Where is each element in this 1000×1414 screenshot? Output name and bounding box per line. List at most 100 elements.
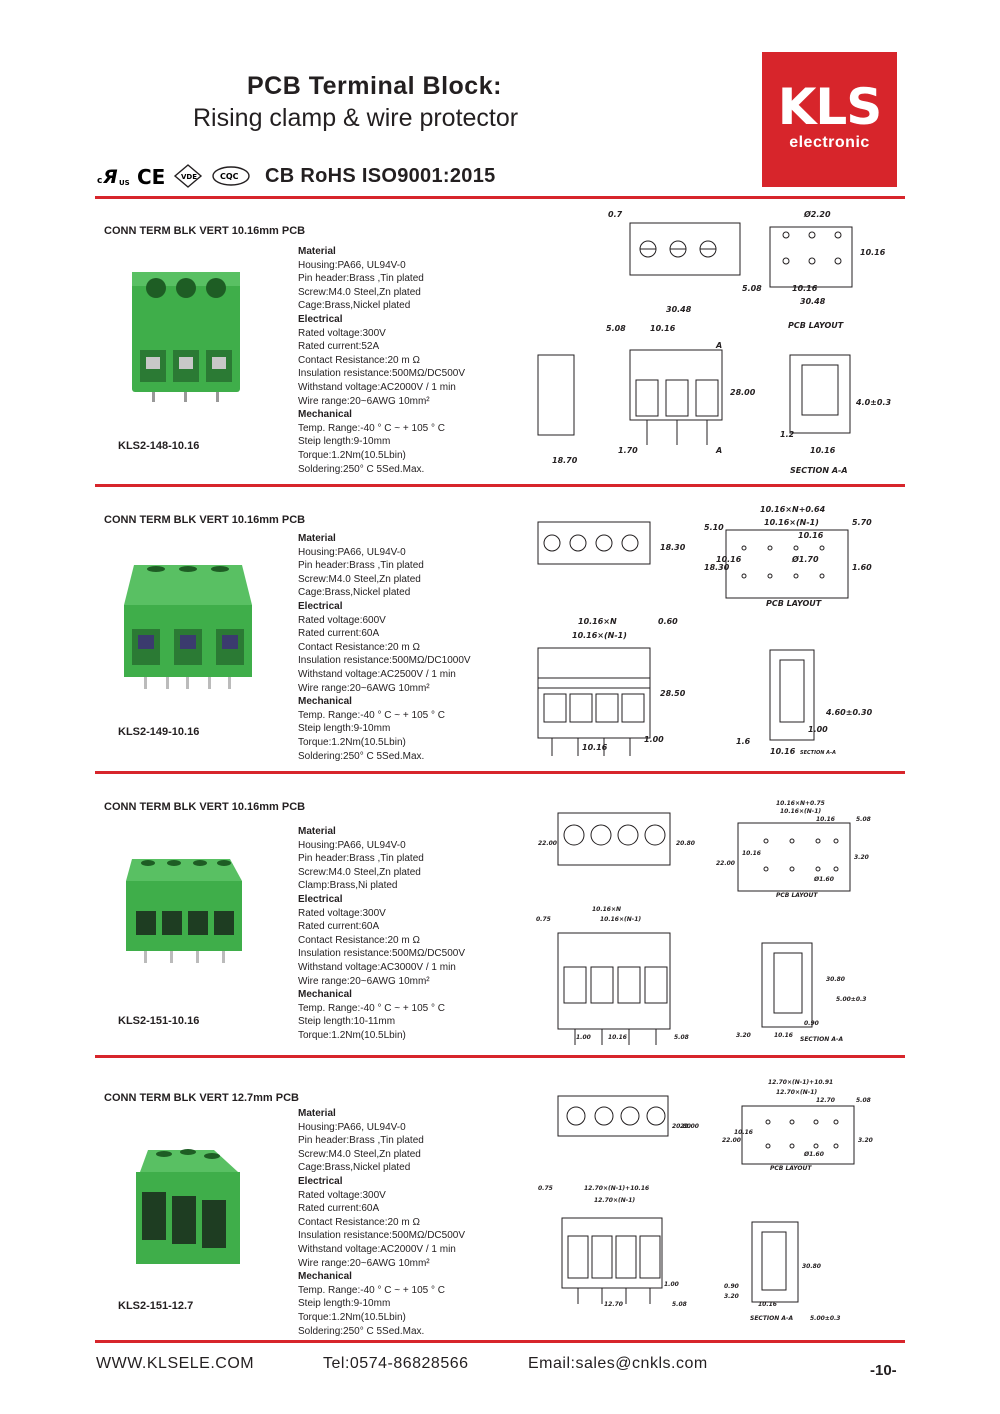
- spec-line: Torque:1.2Nm(10.5Lbin): [298, 736, 406, 748]
- svg-text:5.08: 5.08: [742, 284, 762, 293]
- svg-text:12.70×(N-1): 12.70×(N-1): [594, 1197, 635, 1204]
- svg-text:20.80: 20.80: [672, 1123, 691, 1130]
- svg-text:10.16×N+0.64: 10.16×N+0.64: [760, 505, 826, 514]
- spec-line: Withstand voltage:AC2000V / 1 min: [298, 1243, 456, 1255]
- svg-text:4.60±0.30: 4.60±0.30: [825, 708, 873, 717]
- svg-text:CE: CE: [137, 165, 165, 189]
- technical-drawing-kls2-148: 0.7 Ø2.20 10.16 5.08 10.16 30.48 PCB LAY…: [537, 209, 891, 475]
- spec-line: Cage:Brass,Nickel plated: [298, 300, 411, 312]
- ce-mark-icon: CE: [137, 165, 165, 189]
- svg-text:30.80: 30.80: [802, 1263, 821, 1270]
- spec-line: Soldering:250° C 5Sed.Max.: [298, 463, 425, 475]
- section-heading: CONN TERM BLK VERT 10.16mm PCB: [104, 514, 306, 526]
- spec-line: Housing:PA66, UL94V-0: [298, 1121, 406, 1133]
- logo-sub-text: electronic: [789, 134, 870, 151]
- spec-line: Torque:1.2Nm(10.5Lbin): [298, 449, 406, 461]
- spec-line: Steip length:9-10mm: [298, 436, 391, 448]
- spec-line: Temp. Range:-40 ° C ~ + 105 ° C: [298, 422, 445, 434]
- svg-text:10.16×N: 10.16×N: [578, 617, 617, 626]
- part-number: KLS2-151-12.7: [118, 1300, 194, 1312]
- svg-text:5.08: 5.08: [672, 1301, 687, 1308]
- spec-line: Rated voltage:600V: [298, 614, 386, 626]
- svg-text:3.20: 3.20: [858, 1137, 873, 1144]
- part-number: KLS2-149-10.16: [118, 726, 200, 738]
- svg-text:3.20: 3.20: [736, 1032, 751, 1039]
- svg-text:CQC: CQC: [220, 172, 239, 181]
- spec-line: Wire range:20~6AWG 10mm²: [298, 682, 430, 694]
- svg-text:4.0±0.3: 4.0±0.3: [855, 398, 891, 407]
- svg-text:10.16×N: 10.16×N: [592, 906, 621, 913]
- spec-line: Contact Resistance:20 m Ω: [298, 354, 420, 366]
- svg-text:5.10: 5.10: [704, 523, 724, 532]
- svg-text:Ø1.60: Ø1.60: [803, 1151, 824, 1158]
- spec-line: Insulation resistance:500MΩ/DC500V: [298, 368, 466, 380]
- spec-line: Withstand voltage:AC2000V / 1 min: [298, 381, 456, 393]
- spec-line: Insulation resistance:500MΩ/DC500V: [298, 948, 466, 960]
- svg-text:10.16: 10.16: [716, 555, 742, 564]
- svg-text:0.90: 0.90: [804, 1020, 819, 1027]
- svg-text:PCB LAYOUT: PCB LAYOUT: [766, 599, 822, 608]
- divider: [95, 771, 905, 774]
- spec-list: Material Housing:PA66, UL94V-0 Pin heade…: [298, 1107, 465, 1338]
- svg-text:12.70: 12.70: [604, 1301, 623, 1308]
- product-photo-kls2-149: [124, 565, 252, 689]
- footer-website[interactable]: WWW.KLSELE.COM: [96, 1355, 255, 1372]
- svg-text:5.08: 5.08: [856, 816, 871, 823]
- svg-text:5.08: 5.08: [856, 1097, 871, 1104]
- spec-heading: Material: [298, 1108, 336, 1119]
- section-heading: CONN TERM BLK VERT 12.7mm PCB: [104, 1092, 299, 1104]
- svg-text:10.16×N+0.75: 10.16×N+0.75: [776, 800, 825, 807]
- svg-text:10.16: 10.16: [742, 850, 761, 857]
- spec-heading: Mechanical: [298, 989, 352, 1001]
- spec-line: Housing:PA66, UL94V-0: [298, 839, 406, 851]
- footer-email[interactable]: Email:sales@cnkls.com: [528, 1355, 708, 1372]
- svg-text:5.08: 5.08: [674, 1034, 689, 1041]
- spec-line: Clamp:Brass,Ni plated: [298, 880, 398, 892]
- svg-text:12.70×(N-1): 12.70×(N-1): [776, 1089, 817, 1096]
- spec-line: Temp. Range:-40 ° C ~ + 105 ° C: [298, 1002, 445, 1014]
- spec-line: Pin header:Brass ,Tin plated: [298, 560, 424, 572]
- svg-text:10.16: 10.16: [816, 816, 835, 823]
- svg-text:5.08: 5.08: [606, 324, 626, 333]
- divider: [95, 484, 905, 487]
- divider: [95, 1340, 905, 1343]
- spec-line: Pin header:Brass ,Tin plated: [298, 273, 424, 285]
- svg-text:10.16: 10.16: [734, 1129, 753, 1136]
- svg-text:Ø2.20: Ø2.20: [803, 209, 831, 219]
- svg-text:5.00±0.3: 5.00±0.3: [836, 996, 866, 1003]
- svg-text:10.16: 10.16: [810, 446, 836, 455]
- part-number: KLS2-151-10.16: [118, 1015, 200, 1027]
- svg-text:1.00: 1.00: [808, 725, 828, 734]
- product-photo-kls2-151-10-16: [126, 859, 242, 963]
- part-number: KLS2-148-10.16: [118, 440, 200, 452]
- spec-line: Torque:1.2Nm(10.5Lbin): [298, 1311, 406, 1323]
- svg-text:12.70: 12.70: [816, 1097, 835, 1104]
- cqc-mark-icon: CQC: [212, 166, 250, 186]
- spec-line: Rated voltage:300V: [298, 327, 386, 339]
- spec-line: Cage:Brass,Nickel plated: [298, 587, 411, 599]
- spec-line: Pin header:Brass ,Tin plated: [298, 853, 424, 865]
- svg-text:1.2: 1.2: [780, 430, 795, 439]
- spec-line: Temp. Range:-40 ° C ~ + 105 ° C: [298, 709, 445, 721]
- spec-line: Steip length:10-11mm: [298, 1016, 396, 1028]
- svg-text:3.20: 3.20: [724, 1293, 739, 1300]
- spec-line: Housing:PA66, UL94V-0: [298, 259, 406, 271]
- product-photo-kls2-151-12-7: [136, 1149, 240, 1264]
- spec-heading: Electrical: [298, 313, 343, 325]
- footer-tel: Tel:0574-86828566: [323, 1355, 469, 1372]
- svg-text:1.00: 1.00: [664, 1281, 679, 1288]
- spec-line: Contact Resistance:20 m Ω: [298, 641, 420, 653]
- spec-line: Contact Resistance:20 m Ω: [298, 934, 420, 946]
- kls-logo: KLS electronic: [762, 52, 897, 187]
- spec-line: Screw:M4.0 Steel,Zn plated: [298, 866, 421, 878]
- svg-text:VDE: VDE: [181, 173, 197, 181]
- spec-line: Rated current:60A: [298, 1203, 380, 1215]
- spec-line: Insulation resistance:500MΩ/DC500V: [298, 1230, 466, 1242]
- svg-text:10.16×(N-1): 10.16×(N-1): [764, 518, 819, 527]
- spec-line: Soldering:250° C 5Sed.Max.: [298, 750, 425, 762]
- spec-line: Rated voltage:300V: [298, 907, 386, 919]
- svg-text:30.80: 30.80: [826, 976, 845, 983]
- svg-text:22.00: 22.00: [538, 840, 557, 847]
- svg-text:18.70: 18.70: [552, 456, 578, 465]
- spec-list: Material Housing:PA66, UL94V-0 Pin heade…: [298, 245, 465, 476]
